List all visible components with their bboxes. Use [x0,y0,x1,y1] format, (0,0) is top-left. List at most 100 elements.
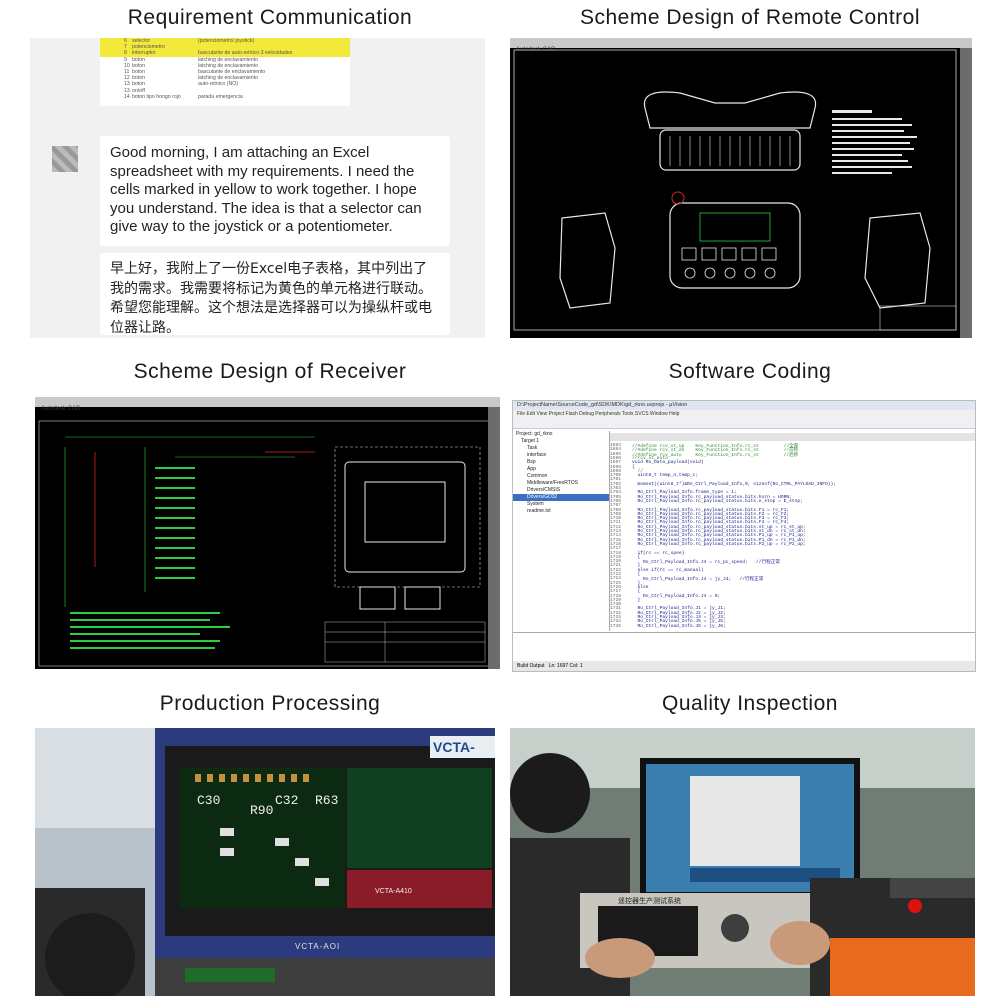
code-line: Ro_Ctrl_Payload_Info.rc_payload_status.b… [632,507,790,513]
sheet-cell: boton [132,68,145,75]
ide-toolbar[interactable] [513,418,975,429]
title-production: Production Processing [159,692,381,715]
ide-title: D:\ProjectName\SourceCode_gd\SDK\MDK\gd_… [513,401,975,410]
project-tree-item[interactable]: Middleware/FreeRTOS [527,480,578,486]
code-line: } [632,597,641,603]
line-number: 1723 [610,572,622,577]
message-english: Good morning, I am attaching an Excel sp… [100,136,450,246]
sheet-cell: basculante de enclavamiento [198,68,266,75]
sheet-cell: parada emergencia [198,93,243,100]
line-number: 1714 [610,533,622,539]
line-number: 1705 [610,494,622,500]
line-number: 1693 [610,443,622,448]
line-number: 1713 [610,529,622,534]
avatar [52,146,78,172]
code-line: Ro_Ctrl_Payload_Info.rc_payload_status.b… [632,516,790,522]
cad-menubar: Autodesk CAD [510,38,972,53]
code-editor[interactable]: 1693//#define rcv_st_up Key_Function_Inf… [610,441,975,631]
cad-menubar-receiver: Autodesk CAD [35,397,500,412]
sheet-cell: latching de enclavamiento [198,56,258,63]
line-number: 1707 [610,503,622,509]
pcb-label-c30: C30 [197,793,221,808]
build-output [513,632,975,661]
editor-tabs[interactable]: main.cdefault.hBsp_Config.cBsp_i2c.cuser… [609,433,975,468]
code-line: //#define rcv_auto Key_Function_Info.rc_… [632,452,799,458]
line-number: 1711 [610,520,622,526]
ide-panel: D:\ProjectName\SourceCode_gd\SDK\MDK\gd_… [512,400,976,672]
line-number: 1703 [610,486,622,491]
sheet-cell: 12 [124,75,130,82]
sheet-cell: 7 [124,44,127,51]
sheet-cell: interruptor [132,50,156,57]
sheet-cell: boton [132,75,145,82]
project-tree-item[interactable]: Drivers/CMSIS [527,487,561,493]
code-line: Ro_Ctrl_Payload_Info.J1 = jy_J1; [632,606,726,612]
remote-cad-drawing [513,49,957,331]
sheet-cell: boton [132,62,145,69]
project-tree-item[interactable]: Task [527,445,538,451]
code-line: Ro_Ctrl_Payload_Info.rc_payload_status.b… [632,537,806,543]
remote-cad-panel: Autodesk CAD [510,38,972,338]
project-tree-item[interactable]: Target 1 [521,438,540,444]
project-tree-item[interactable]: readme.txt [527,508,551,514]
code-line: else if(rc == rc_manual) [632,567,704,573]
code-line: //rcv_st_auto [632,455,668,461]
line-number: 1716 [610,541,622,547]
project-tree-item[interactable]: interface [527,452,547,458]
aoi-machine-illustration [35,728,495,996]
code-line: { [632,554,641,560]
line-number: 1701 [610,477,622,483]
sheet-cell: 6 [124,38,127,44]
pcb-label-c32: C32 [275,793,299,808]
code-line: { [632,589,641,595]
title-remote: Scheme Design of Remote Control [580,6,920,29]
project-tree-item[interactable]: Project: gd_rkno [516,431,553,437]
line-number: 1720 [610,559,622,565]
line-number: 1706 [610,498,622,504]
title-receiver: Scheme Design of Receiver [133,360,407,383]
receiver-cad-drawing [38,420,492,667]
line-number: 1700 [610,473,622,479]
line-number: 1712 [610,524,622,530]
sheet-cell: 11 [124,68,130,75]
code-line: Ro_Ctrl_Payload_Info.J4 = rc_pc_speed; /… [632,560,780,566]
project-tree-item[interactable]: App [527,466,536,472]
sheet-cell: boton [132,81,145,88]
project-tree-item[interactable]: Common [527,473,548,479]
sheet-cell: boton tipo hongo rojo [132,93,181,100]
cad-tool-palette-receiver[interactable] [488,407,500,669]
code-line: else [632,584,649,590]
line-number: 1704 [610,490,622,496]
code-line: Ro_Ctrl_Payload_Info.rc_payload_status.b… [632,541,806,547]
code-line: Ro_Ctrl_Payload_Info.J2 = jy_J2; [632,610,726,616]
project-tree-item[interactable]: Bsp [527,459,536,465]
title-software: Software Coding [668,360,832,383]
project-tree-item[interactable]: Drivers/GD32 [513,494,609,501]
code-line: Ro_Ctrl_Payload_Info.J4 = jy_J4; //行程正常 [632,577,764,583]
pcb-label-r63: R63 [315,793,339,808]
project-tree-item[interactable]: System [527,501,544,507]
code-line: Ro_Ctrl_Payload_Info.rc_payload_status.b… [632,529,806,534]
sheet-cell: boton [132,56,145,63]
code-line: Ro_Ctrl_Payload_Info.J3 = jy_J3; [632,615,726,620]
code-line: Ro_Ctrl_Payload_Info.rc_payload_status.b… [632,494,792,500]
sheet-cell: 10 [124,62,130,69]
sheet-cell: 8 [124,50,127,57]
pcb-label-r90: R90 [250,803,274,818]
code-line: uint8_t temp_n,temp_c; [632,473,699,479]
sheet-cell: basculante de auto-retnico 3 velocidades [198,50,293,57]
code-line: Ro_Ctrl_Payload_Info.rc_payload_status.b… [632,511,790,517]
inspection-illustration [510,728,975,996]
cad-tool-palette[interactable] [960,48,972,338]
ide-menubar[interactable]: File Edit View Project Flash Debug Perip… [513,410,975,418]
code-line: Ro_Ctrl_Payload_Info.rc_payload_status.b… [632,524,806,530]
code-line: Ro_Ctrl_Payload_Info.J5 = jy_J5; [632,619,726,625]
line-number: 1695 [610,451,622,457]
line-number: 1719 [610,554,622,560]
line-number: 1731 [610,606,622,612]
